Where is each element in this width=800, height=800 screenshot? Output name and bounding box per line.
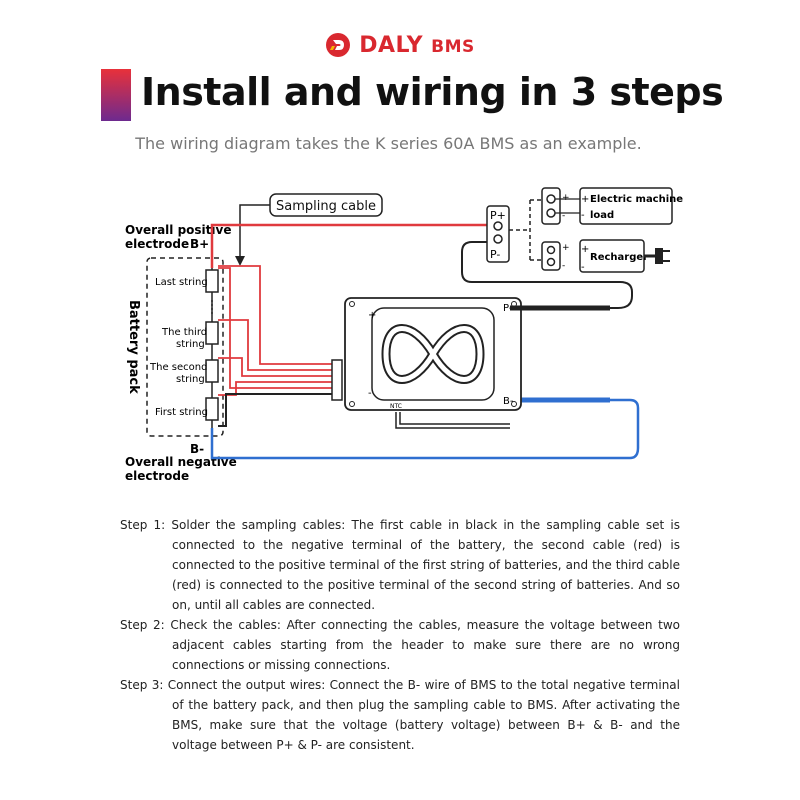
bms-p-minus-label: P-	[503, 303, 513, 314]
cell-first	[205, 397, 219, 421]
battery-pack-box	[146, 257, 224, 437]
battery-pack-label: Battery pack	[126, 300, 141, 394]
overall-negative-label-2: electrode	[125, 469, 189, 483]
ntc-label: NTC	[390, 403, 402, 410]
b-plus-label: B+	[190, 237, 209, 251]
p-minus-wire	[461, 241, 633, 309]
sampling-wires	[218, 265, 338, 396]
step-3: Step 3: Connect the output wires: Connec…	[120, 678, 680, 752]
first-string-label: First string	[155, 407, 208, 418]
cell-third	[205, 321, 219, 345]
page-title: Install and wiring in 3 steps	[141, 70, 724, 114]
page-subtitle: The wiring diagram takes the K series 60…	[135, 134, 642, 153]
negative-main-wire	[210, 398, 640, 460]
recharger-box-plus: +	[581, 244, 589, 255]
plug-icon	[655, 248, 663, 264]
recharger-plus-sign: +	[562, 243, 570, 253]
load-plus-sign: +	[562, 193, 570, 203]
brand-logo: DALY BMS	[0, 30, 800, 60]
overall-positive-label-1: Overall positive	[125, 223, 231, 237]
third-string-label-1: The third	[161, 327, 207, 338]
sampling-connector	[331, 359, 343, 401]
recharger-terminal	[541, 241, 561, 271]
brand-name: DALY BMS	[359, 33, 475, 58]
brand-suffix-text: BMS	[431, 36, 475, 57]
recharger-label: Recharger	[590, 252, 648, 263]
title-accent-bar	[101, 69, 131, 121]
electric-machine-box	[579, 187, 673, 225]
recharger-box-minus: -	[581, 262, 585, 273]
electric-machine-label-2: load	[590, 210, 614, 221]
recharger-minus-sign: -	[562, 261, 565, 271]
output-terminal-block	[486, 205, 510, 263]
bms-b-minus-label: B-	[503, 396, 514, 407]
third-string-label-2: string	[176, 339, 205, 350]
electric-machine-label-1: Electric machine	[590, 194, 683, 205]
overall-negative-label-1: Overall negative	[125, 455, 237, 469]
daly-logo-icon	[326, 33, 351, 57]
last-string-label: Last string	[155, 277, 208, 288]
bms-minus-label: -	[368, 388, 372, 399]
overall-positive-label-2: electrode	[125, 237, 189, 251]
cell-second	[205, 359, 219, 383]
b-minus-label: B-	[190, 442, 204, 456]
load-terminal	[541, 187, 561, 225]
callout-arrow-head	[235, 256, 245, 266]
bms-plus-label: +	[368, 310, 376, 321]
steps-list: Step 1: Solder the sampling cables: The …	[120, 515, 680, 755]
electric-machine-minus: -	[581, 210, 585, 221]
battery-cells	[205, 268, 219, 428]
step-1: Step 1: Solder the sampling cables: The …	[120, 518, 680, 612]
step-2: Step 2: Check the cables: After connecti…	[120, 618, 680, 672]
electric-machine-plus: +	[581, 194, 589, 205]
cell-last	[205, 269, 219, 293]
positive-main-wire	[210, 223, 492, 268]
sampling-cable-label: Sampling cable	[276, 199, 376, 214]
p-minus-label: P-	[490, 248, 500, 261]
load-minus-sign: -	[562, 211, 565, 221]
brand-name-text: DALY	[359, 32, 423, 58]
ntc-wire	[399, 412, 510, 425]
second-string-label-1: The second	[149, 362, 207, 373]
callout-arrow-line	[239, 204, 270, 260]
p-plus-label: P+	[490, 209, 506, 222]
second-string-label-2: string	[176, 374, 205, 385]
wiring-diagram: Sampling cable Overall positive electrod…	[125, 187, 683, 483]
sampling-wire-negative	[218, 393, 338, 427]
